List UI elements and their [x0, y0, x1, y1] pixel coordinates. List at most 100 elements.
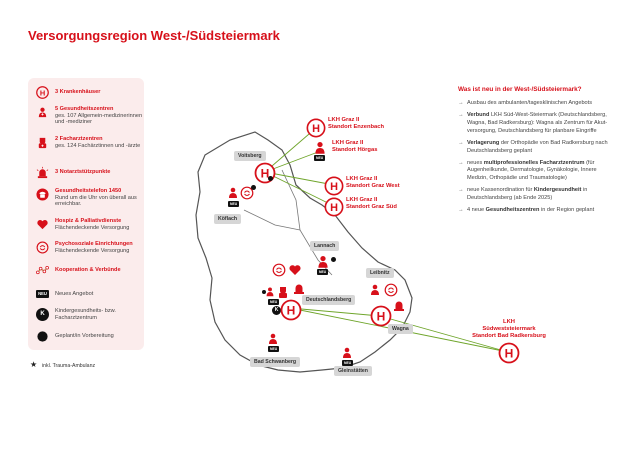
specialist-center-icon	[279, 287, 287, 298]
neu-badge: NEU	[342, 360, 354, 366]
hospital-icon: H	[498, 342, 520, 364]
network-icon	[36, 265, 49, 275]
arrow-icon: →	[458, 159, 464, 166]
legend-label: 5 Gesundheitszentren	[55, 106, 114, 112]
neu-badge-icon: NEU	[36, 290, 49, 298]
neu-badge: NEU	[268, 299, 280, 305]
legend-label: 2 Facharztzentren	[55, 136, 103, 142]
info-title: Was ist neu in der West-/Südsteiermark?	[458, 86, 582, 93]
info-item: →Verbund LKH Süd-West-Steiermark (Deutsc…	[458, 112, 608, 134]
psychosocial-icon	[384, 283, 398, 297]
hospital-icon: H	[324, 197, 344, 217]
arrow-icon: →	[458, 187, 464, 194]
svg-text:H: H	[40, 88, 45, 97]
region-label-lannach: Lannach	[310, 241, 340, 251]
psychosocial-icon	[272, 263, 286, 277]
svg-text:H: H	[287, 304, 296, 318]
legend-sublabel: Flächendeckende Versorgung	[55, 247, 130, 254]
legend-sublabel: ges. 124 Fachärztinnen und -ärzte	[55, 142, 141, 149]
svg-text:H: H	[261, 167, 270, 181]
arrow-icon: →	[458, 100, 464, 106]
star-icon: ★	[30, 360, 38, 369]
health-center-icon	[315, 141, 325, 154]
info-item: →neue Kassenordination für Kindergesundh…	[458, 187, 588, 202]
health-center-icon	[38, 107, 47, 118]
health-center-icon	[269, 333, 277, 344]
health-center-icon	[318, 255, 328, 268]
neu-badge: NEU	[268, 346, 280, 352]
hospital-icon: H	[280, 299, 302, 321]
hospital-icon: H	[306, 118, 326, 138]
legend-label: 3 Notarztstützpunkte	[55, 169, 111, 175]
hospital-icon: H	[370, 305, 392, 327]
black-dot-icon	[262, 290, 266, 294]
legend-label: Hospiz & Palliativdienste	[55, 218, 122, 224]
region-label-deutschlandsberg: Deutschlandsberg	[302, 295, 356, 305]
hospital-icon: H	[36, 86, 49, 99]
hospice-icon	[289, 265, 301, 275]
psychosocial-icon	[240, 186, 254, 200]
legend-sublabel: Rund um die Uhr von überall aus erreichb…	[55, 194, 137, 208]
k-circle-icon: K	[36, 308, 49, 321]
neu-badge: NEU	[314, 155, 326, 161]
info-item: →Ausbau des ambulanten/tagesklinischen A…	[458, 100, 593, 106]
phone-icon	[36, 188, 49, 201]
black-dot-icon	[268, 176, 273, 181]
svg-text:H: H	[312, 123, 320, 135]
legend-label: Gesundheitstelefon 1450	[55, 188, 122, 194]
emergency-light-icon	[294, 284, 304, 294]
health-center-icon	[266, 287, 274, 297]
svg-text:H: H	[330, 181, 338, 193]
black-dot-icon	[251, 185, 256, 190]
district-border	[243, 209, 301, 231]
region-label-bad-schwanberg: Bad Schwanberg	[250, 357, 301, 367]
svg-text:H: H	[505, 347, 514, 361]
legend-label: Psychosoziale Einrichtungen	[55, 241, 133, 247]
psychosocial-icon	[36, 241, 49, 254]
region-label-koeflach: Köflach	[214, 214, 242, 224]
svg-text:H: H	[330, 202, 338, 214]
emergency-light-icon	[36, 166, 49, 179]
arrow-icon: →	[458, 139, 464, 146]
k-circle-icon: K	[272, 306, 281, 315]
health-center-icon	[343, 347, 351, 358]
footnote: inkl. Trauma-Ambulanz	[42, 363, 96, 369]
region-label-wagna: Wagna	[388, 324, 413, 334]
legend-sublabel: Kindergesundheits- bzw. Facharztzentrum	[55, 308, 116, 321]
info-item: →Verlagerung der Orthopädie von Bad Radk…	[458, 139, 608, 154]
legend-label: Kooperation & Verbünde	[55, 267, 121, 273]
legend-sublabel: Neues Angebot	[55, 291, 94, 297]
black-dot-icon	[331, 257, 336, 262]
health-center-icon	[371, 284, 379, 295]
arrow-icon: →	[458, 207, 464, 214]
page-title: Versorgungsregion West-/Südsteiermark	[28, 28, 280, 43]
hospice-icon	[37, 220, 48, 230]
legend-sublabel: Geplant/in Vorbereitung	[55, 333, 114, 339]
hospital-icon: H	[324, 176, 344, 196]
region-label-gleinstaetten: Gleinstätten	[334, 366, 372, 376]
emergency-light-icon	[394, 301, 404, 311]
legend-label: 3 Krankenhäuser	[55, 89, 101, 95]
arrow-icon: →	[458, 112, 464, 119]
region-label-leibnitz: Leibnitz	[366, 268, 394, 278]
info-item: →4 neue Gesundheitszentren in der Region…	[458, 207, 595, 214]
region-label-voitsberg: Voitsberg	[234, 151, 266, 161]
svg-text:H: H	[377, 310, 386, 324]
specialist-center-icon	[38, 137, 47, 149]
black-dot-icon	[37, 331, 48, 342]
info-list: →Ausbau des ambulanten/tagesklinischen A…	[458, 100, 618, 219]
legend-sublabel: Flächendeckende Versorgung	[55, 224, 130, 231]
hospital-icon: H	[254, 162, 276, 184]
region-outline	[195, 131, 413, 373]
legend-sublabel: ges. 107 Allgemein-medizinerinnen und -m…	[55, 112, 143, 126]
neu-badge: NEU	[228, 201, 240, 207]
info-item: →neues multiprofessionelles Facharztzent…	[458, 159, 597, 182]
health-center-icon	[229, 187, 237, 198]
